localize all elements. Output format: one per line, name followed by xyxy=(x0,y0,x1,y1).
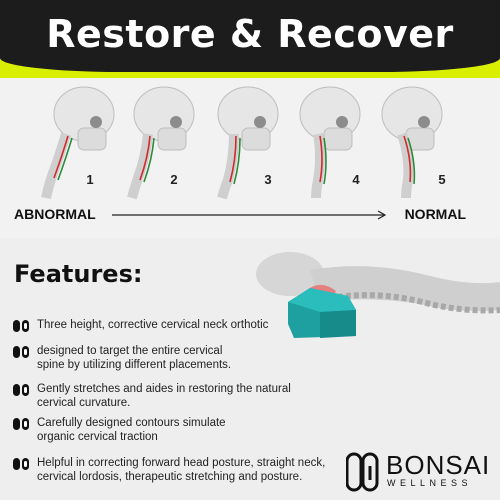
feature-text: designed to target the entire cervical s… xyxy=(37,345,232,371)
skull-stage-1-illustration xyxy=(41,86,115,200)
page-title: Restore & Recover xyxy=(46,12,454,56)
body-with-orthotic-illustration xyxy=(256,252,500,338)
features-heading: Features: xyxy=(14,260,143,288)
stage-number-2: 2 xyxy=(170,172,178,187)
progress-arrow-icon xyxy=(112,210,387,220)
bonsai-wellness-logo: BONSAI WELLNESS xyxy=(346,450,496,496)
stage-number-5: 5 xyxy=(438,172,446,187)
abnormal-label: ABNORMAL xyxy=(14,206,96,222)
bonsai-bullet-icon xyxy=(13,384,29,396)
normal-label: NORMAL xyxy=(404,206,466,222)
bonsai-bullet-icon xyxy=(13,418,29,430)
feature-text: Helpful in correcting forward head postu… xyxy=(37,457,326,483)
skull-stage-5-illustration xyxy=(381,86,443,199)
feature-text: Gently stretches and aides in restoring … xyxy=(37,383,291,409)
stage-number-4: 4 xyxy=(352,172,360,187)
progress-row: ABNORMAL NORMAL xyxy=(0,206,500,228)
header-bar: Restore & Recover xyxy=(0,0,500,72)
feature-text: Three height, corrective cervical neck o… xyxy=(37,319,269,331)
brand-name: BONSAI xyxy=(386,450,491,480)
skull-stage-3-illustration xyxy=(217,86,279,200)
stage-number-1: 1 xyxy=(86,172,94,187)
skull-stage-2-illustration xyxy=(127,86,195,200)
bonsai-logo-icon xyxy=(346,452,379,492)
feature-text: Carefully designed contours simulate org… xyxy=(37,417,226,443)
bonsai-bullet-icon xyxy=(13,458,29,470)
skull-stage-4-illustration xyxy=(299,86,361,199)
bonsai-bullet-icon xyxy=(13,320,29,332)
bonsai-bullet-icon xyxy=(13,346,29,358)
brand-tagline: WELLNESS xyxy=(387,478,473,488)
stage-number-3: 3 xyxy=(264,172,272,187)
